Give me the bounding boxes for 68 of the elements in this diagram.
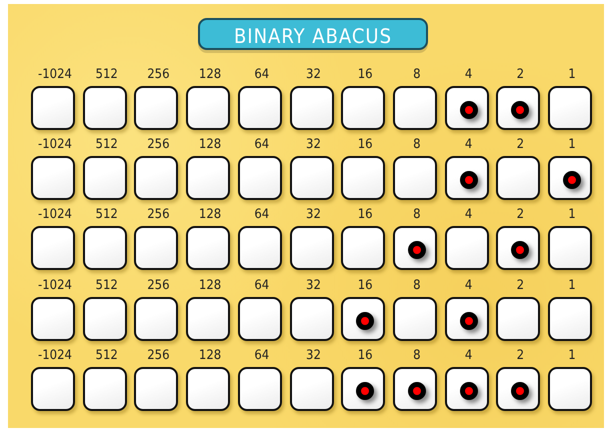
place-value-label: 128: [198, 137, 222, 152]
counter-dot: [356, 382, 374, 400]
place-value-label: 8: [412, 348, 422, 363]
place-value-label: 32: [305, 278, 322, 293]
place-value-label: 256: [146, 137, 171, 152]
place-value-label: 16: [356, 278, 374, 293]
place-value-label: 16: [356, 67, 374, 82]
place-value-label: 4: [464, 137, 474, 152]
place-value-label: 1: [567, 67, 577, 82]
counter-dot: [460, 101, 478, 119]
place-value-label: 32: [305, 207, 322, 222]
place-value-label: 16: [356, 348, 374, 363]
place-value-label: 8: [412, 207, 422, 222]
counter-dot: [511, 382, 530, 400]
place-value-label: 4: [464, 207, 474, 222]
place-value-label: 2: [516, 348, 526, 363]
counter-dot: [511, 241, 530, 259]
place-value-label: 1: [567, 137, 577, 152]
place-value-label: 1: [567, 348, 577, 363]
place-value-label: 1: [567, 207, 577, 222]
place-value-label: 128: [198, 348, 222, 363]
place-value-label: 128: [198, 67, 222, 82]
place-value-label: 512: [94, 67, 119, 82]
counter-dot: [563, 171, 581, 189]
place-value-label: -1024: [37, 278, 73, 293]
place-value-label: 2: [516, 278, 526, 293]
counter-dot: [408, 241, 426, 259]
place-value-label: 64: [253, 348, 270, 363]
counter-dot: [460, 171, 478, 189]
place-value-label: 256: [146, 278, 171, 293]
title-banner: BINARY ABACUS: [198, 18, 428, 50]
place-value-label: 2: [516, 137, 526, 152]
place-value-label: 32: [305, 67, 322, 82]
place-value-label: 512: [94, 207, 119, 222]
place-value-label: 256: [146, 207, 171, 222]
place-value-label: -1024: [37, 137, 73, 152]
place-value-label: 64: [253, 207, 270, 222]
place-value-label: 1: [567, 278, 577, 293]
place-value-label: 64: [253, 278, 270, 293]
place-value-label: 256: [146, 67, 171, 82]
place-value-label: 512: [94, 278, 119, 293]
place-value-label: 4: [464, 67, 474, 82]
place-value-label: 32: [305, 348, 322, 363]
place-value-label: 4: [464, 278, 474, 293]
counter-dot: [356, 312, 374, 330]
place-value-label: 4: [464, 348, 474, 363]
place-value-label: -1024: [37, 348, 73, 363]
place-value-label: 2: [516, 207, 526, 222]
place-value-label: -1024: [37, 67, 73, 82]
place-value-label: 8: [412, 278, 422, 293]
place-value-label: 16: [356, 137, 374, 152]
place-value-label: 8: [412, 137, 422, 152]
counter-dot: [408, 382, 426, 400]
place-value-label: 8: [412, 67, 422, 82]
place-value-label: 128: [198, 207, 222, 222]
place-value-label: 512: [94, 348, 119, 363]
place-value-label: 64: [253, 137, 270, 152]
place-value-label: 64: [253, 67, 270, 82]
place-value-label: 512: [94, 137, 119, 152]
place-value-label: 256: [146, 348, 171, 363]
counter-dot: [460, 382, 478, 400]
counter-dot: [460, 312, 478, 330]
place-value-label: 32: [305, 137, 322, 152]
place-value-label: 2: [516, 67, 526, 82]
counter-dot: [511, 101, 530, 119]
place-value-label: 16: [356, 207, 374, 222]
place-value-label: -1024: [37, 207, 73, 222]
place-value-label: 128: [198, 278, 222, 293]
